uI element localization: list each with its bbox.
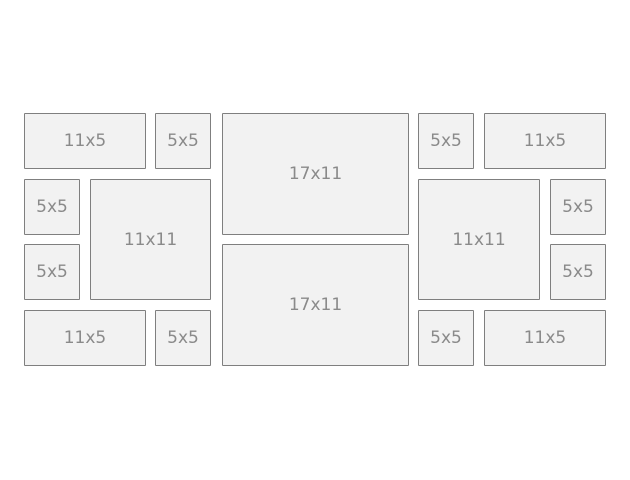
frame-5x5-mid-right-upper: 5x5 [550,179,606,235]
frame-label: 5x5 [167,131,199,151]
frame-11x11-right: 11x11 [418,179,540,300]
frame-5x5-mid-right-lower: 5x5 [550,244,606,300]
frame-5x5-top-right: 5x5 [418,113,474,169]
frame-11x11-left: 11x11 [90,179,211,300]
frame-17x11-bottom: 17x11 [222,244,409,366]
frame-label: 17x11 [288,295,343,315]
frame-11x5-bottom-left: 11x5 [24,310,146,366]
frame-5x5-mid-left-lower: 5x5 [24,244,80,300]
frame-label: 11x5 [523,131,567,151]
frame-label: 5x5 [430,328,462,348]
frame-label: 11x11 [452,229,506,250]
frame-11x5-top-left: 11x5 [24,113,146,169]
frame-label: 5x5 [36,197,68,217]
frame-label: 11x5 [523,328,567,348]
frame-label: 5x5 [167,328,199,348]
frame-5x5-bottom-left: 5x5 [155,310,211,366]
frame-5x5-bottom-right: 5x5 [418,310,474,366]
frame-label: 17x11 [288,164,343,184]
frame-label: 5x5 [562,262,594,282]
frame-label: 5x5 [430,131,462,151]
frame-11x5-bottom-right: 11x5 [484,310,606,366]
frame-label: 11x5 [63,328,107,348]
frame-5x5-top-left: 5x5 [155,113,211,169]
frame-11x5-top-right: 11x5 [484,113,606,169]
frame-5x5-mid-left-upper: 5x5 [24,179,80,235]
frame-label: 5x5 [36,262,68,282]
frame-label: 11x11 [123,229,178,250]
frame-label: 11x5 [63,131,107,151]
frame-17x11-top: 17x11 [222,113,409,235]
frame-label: 5x5 [562,197,594,217]
